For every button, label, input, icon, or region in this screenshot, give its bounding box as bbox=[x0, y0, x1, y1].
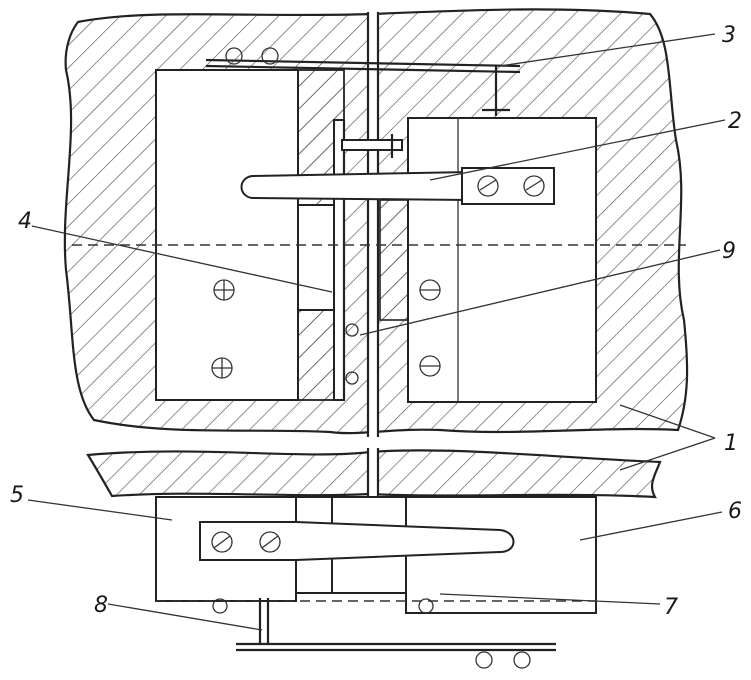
left-hinge-plate bbox=[155, 69, 359, 401]
label-1: 1 bbox=[724, 431, 738, 456]
screw-icon bbox=[419, 279, 441, 301]
leader-lines bbox=[27, 33, 726, 631]
bottom-assembly bbox=[155, 496, 597, 669]
lower-gap bbox=[368, 448, 378, 498]
screw-icon bbox=[419, 355, 441, 377]
leaf-gap bbox=[368, 12, 378, 437]
label-8: 8 bbox=[94, 593, 108, 618]
hinge-pin bbox=[341, 134, 403, 158]
top-strap bbox=[205, 47, 521, 116]
label-9: 9 bbox=[722, 239, 736, 264]
label-7: 7 bbox=[664, 595, 678, 620]
right-hinge-plate bbox=[379, 117, 597, 403]
screw-icon bbox=[211, 531, 281, 553]
label-2: 2 bbox=[728, 109, 742, 134]
screw-icon bbox=[345, 323, 359, 385]
label-4: 4 bbox=[18, 209, 32, 234]
lower-frame-strip bbox=[86, 448, 662, 499]
label-3: 3 bbox=[722, 23, 736, 48]
label-6: 6 bbox=[728, 499, 742, 524]
label-5: 5 bbox=[10, 483, 24, 508]
screw-icon bbox=[213, 279, 235, 301]
upper-handle-bar bbox=[240, 167, 555, 205]
screw-icon bbox=[211, 357, 233, 379]
